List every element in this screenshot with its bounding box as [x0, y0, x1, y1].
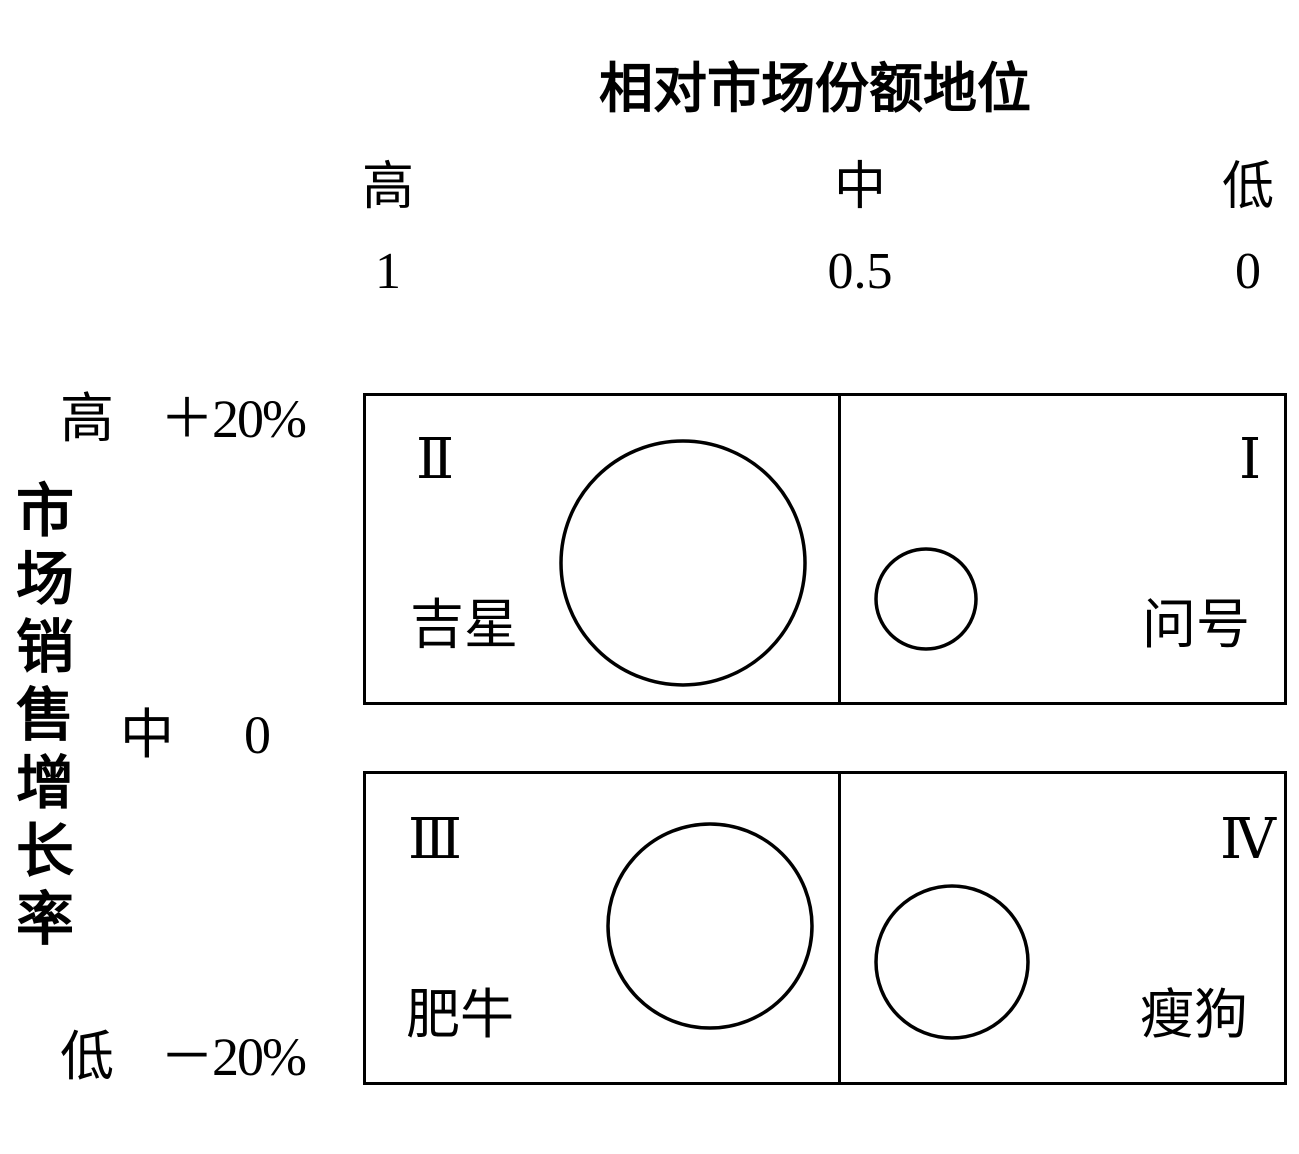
y-level-mid: 中 [120, 705, 174, 765]
diagram-title: 相对市场份额地位 [599, 59, 1031, 119]
label-star: 吉星 [410, 595, 518, 655]
quadrant-numeral-2: Ⅱ [415, 429, 455, 491]
star-circle [559, 439, 807, 687]
label-question: 问号 [1142, 595, 1250, 655]
x-value-0: 0 [1235, 243, 1261, 300]
y-value-high: ＋20% [160, 389, 307, 449]
cow-circle [606, 822, 814, 1030]
y-axis-title: 市场销售增长率 [15, 479, 74, 952]
y-level-low: 低 [60, 1027, 114, 1087]
dog-circle [874, 884, 1030, 1040]
quadrant-numeral-1: Ⅰ [1238, 429, 1262, 491]
top-divider [838, 393, 841, 705]
question-circle [874, 547, 978, 651]
x-level-high: 高 [361, 159, 415, 216]
x-value-1: 1 [375, 243, 401, 300]
quadrant-numeral-3: Ⅲ [407, 809, 463, 871]
bottom-divider [838, 771, 841, 1085]
y-value-low: －20% [160, 1027, 307, 1087]
x-level-mid: 中 [833, 159, 887, 216]
quadrant-numeral-4: Ⅳ [1220, 809, 1276, 871]
bottom-quadrant-box [363, 771, 1287, 1085]
label-dog: 瘦狗 [1140, 985, 1248, 1045]
x-value-0-5: 0.5 [827, 243, 893, 300]
x-level-low: 低 [1221, 159, 1275, 216]
top-quadrant-box [363, 393, 1287, 705]
label-cow: 肥牛 [406, 985, 514, 1045]
y-level-high: 高 [60, 389, 114, 449]
y-value-mid: 0 [244, 705, 271, 765]
